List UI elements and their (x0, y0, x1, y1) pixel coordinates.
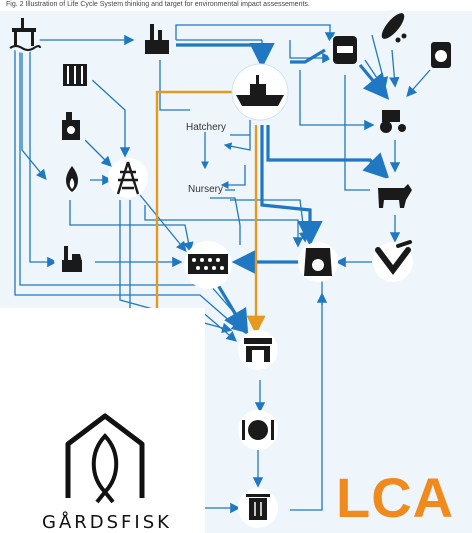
thin-flows (14, 24, 431, 514)
feed-bag-icon (298, 242, 338, 282)
fish-farm-icon (184, 241, 232, 289)
power-pylon-icon (108, 158, 148, 198)
thick-flows (176, 42, 390, 336)
dining-plate-icon (238, 410, 278, 450)
hatchery-label: Hatchery (186, 122, 226, 133)
cattle-icon (375, 177, 412, 213)
animal-byproduct-icon (373, 240, 413, 282)
fossil-fuel-flame-icon (54, 162, 90, 198)
lca-badge: LCA (336, 466, 455, 529)
nuclear-plant-icon (54, 110, 90, 146)
feed-flow (155, 90, 266, 335)
pesticide-can-icon (423, 37, 459, 73)
fertilizer-icon (327, 32, 363, 68)
oil-platform-icon (8, 18, 41, 53)
figure-caption: Fig. 2 Illustration of Life Cycle System… (6, 1, 310, 8)
retail-store-icon (238, 330, 278, 370)
waste-bin-icon (238, 488, 278, 528)
brand-name: GÅRDSFISK (42, 512, 172, 533)
fishing-vessel-icon (231, 63, 289, 121)
hydropower-dam-icon (57, 58, 93, 94)
tractor-icon (375, 102, 411, 138)
gardsfisk-logo-icon (65, 413, 145, 504)
seeds-icon (375, 10, 411, 46)
nursery-label: Nursery (188, 184, 223, 195)
chemical-plant-icon (54, 242, 90, 278)
refinery-icon (139, 24, 175, 60)
